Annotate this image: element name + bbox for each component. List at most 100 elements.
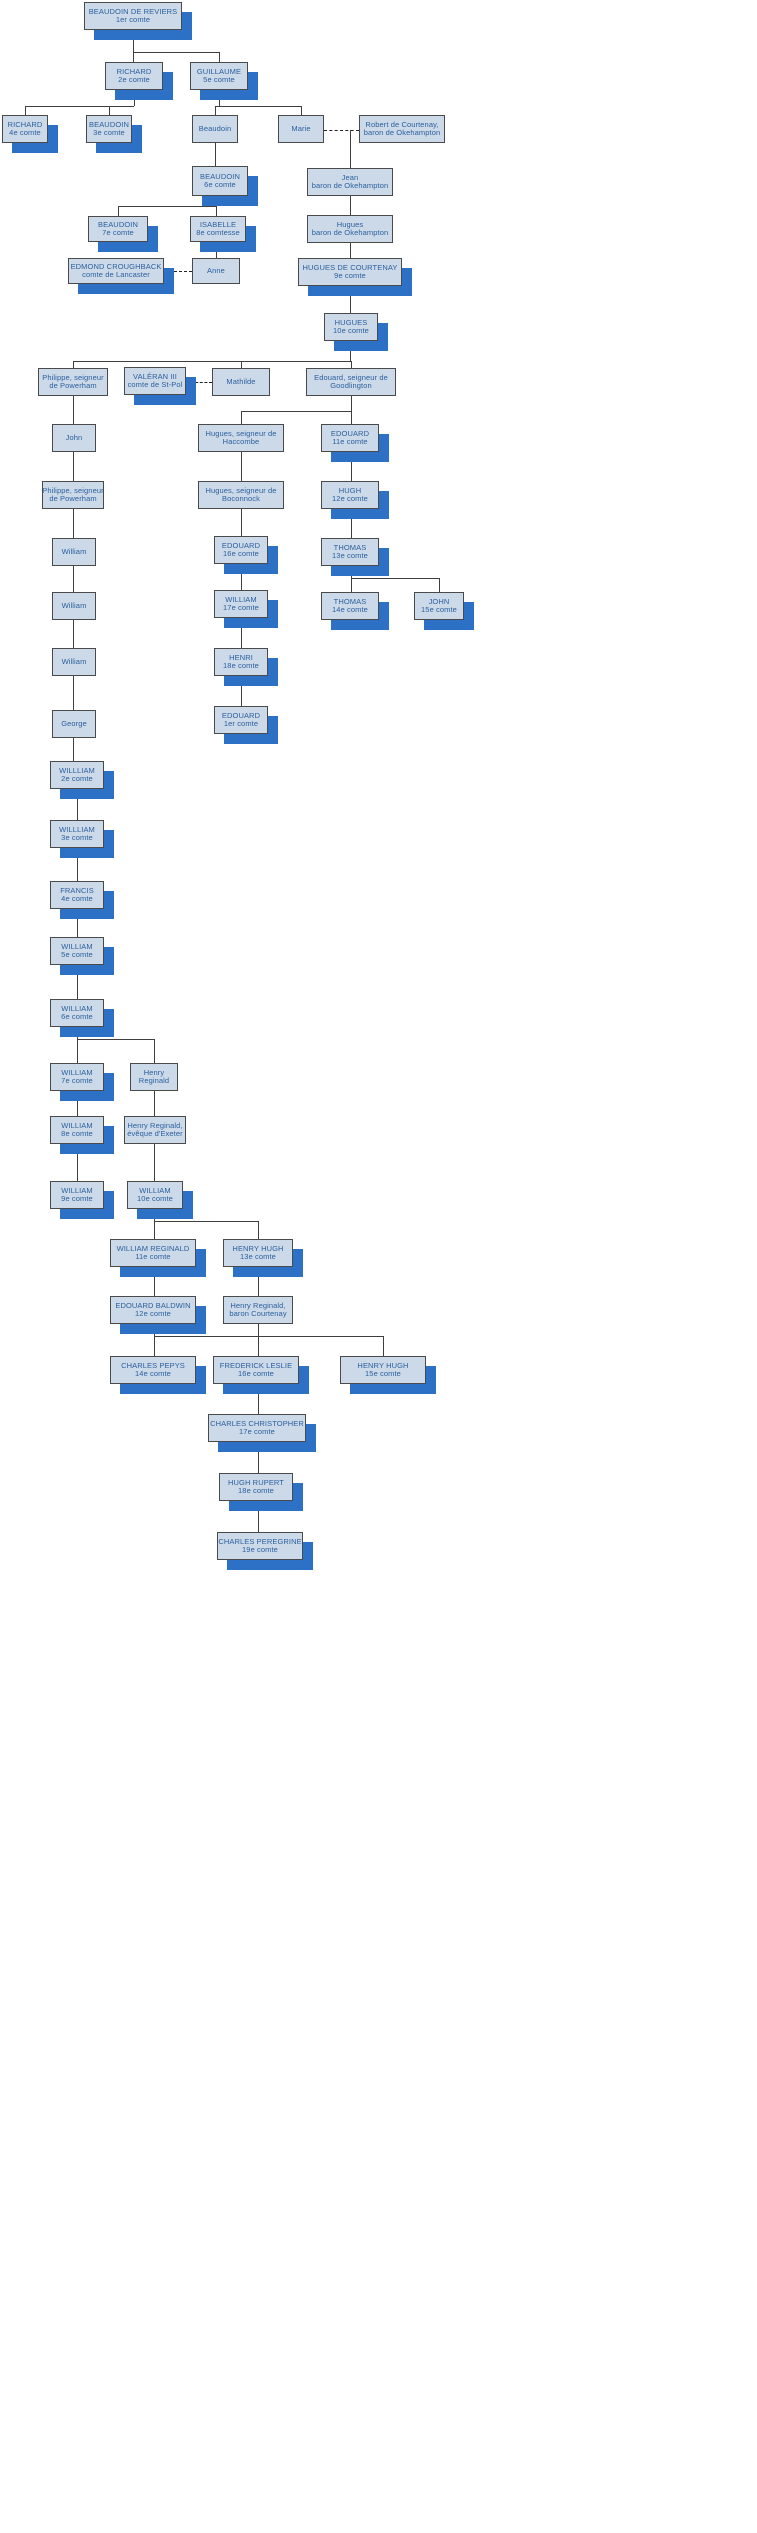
connector <box>154 1039 155 1063</box>
node-title: 12e comte <box>135 1309 171 1318</box>
tree-node[interactable]: William <box>52 592 96 620</box>
node-title: baron de Okehampton <box>363 128 441 137</box>
node-name: WILLIAM <box>139 1185 171 1195</box>
node-name: Philippe, seigneur <box>42 372 104 382</box>
node-name: HUGUES DE COURTENAY <box>302 262 398 272</box>
node-name: WILLLIAM <box>59 765 95 775</box>
connector <box>219 52 220 62</box>
node-name: HUGUES <box>334 317 368 327</box>
connector <box>154 1221 155 1239</box>
node-name: WILLIAM <box>61 941 93 951</box>
connector <box>154 1091 155 1116</box>
node-title: 6e comte <box>61 1012 93 1021</box>
connector <box>73 509 74 538</box>
connector <box>73 620 74 648</box>
tree-node[interactable]: George <box>52 710 96 738</box>
node-name: CHARLES CHRISTOPHER <box>210 1418 304 1428</box>
tree-node[interactable]: Robert de Courtenay,baron de Okehampton <box>359 115 445 143</box>
node-title: Reginald <box>138 1076 170 1085</box>
node-title: 11e comte <box>135 1252 171 1261</box>
connector <box>215 106 301 107</box>
tree-node[interactable]: William <box>52 648 96 676</box>
node-name: Henry Reginald, <box>127 1120 183 1130</box>
tree-node[interactable]: Henry Reginald,baron Courtenay <box>223 1296 293 1324</box>
tree-node[interactable]: Anne <box>192 258 240 284</box>
node-title: 17e comte <box>239 1427 275 1436</box>
node-name: VALÉRAN III <box>133 371 177 381</box>
node-name: WILLLIAM <box>59 824 95 834</box>
node-title: 14e comte <box>332 605 368 614</box>
node-name: ISABELLE <box>199 219 237 229</box>
connector <box>241 676 242 706</box>
node-title: baron de Okehampton <box>311 228 389 237</box>
tree-node[interactable]: William <box>52 538 96 566</box>
tree-node[interactable]: Mathilde <box>212 368 270 396</box>
connector <box>73 452 74 481</box>
node-name: Anne <box>207 265 225 275</box>
tree-node[interactable]: John <box>52 424 96 452</box>
node-title: 13e comte <box>240 1252 276 1261</box>
tree-node[interactable]: Henry Reginald,évêque d'Exeter <box>124 1116 186 1144</box>
marriage-link <box>164 271 192 272</box>
node-title: 7e comte <box>102 228 134 237</box>
node-title: 16e comte <box>238 1369 274 1378</box>
tree-node[interactable]: Beaudoin <box>192 115 238 143</box>
connector <box>73 566 74 592</box>
connector <box>216 206 217 216</box>
node-name: FREDERICK LESLIE <box>219 1360 293 1370</box>
tree-node[interactable]: Marie <box>278 115 324 143</box>
node-title: 12e comte <box>332 494 368 503</box>
connector <box>154 1221 258 1222</box>
node-name: WILLIAM <box>61 1003 93 1013</box>
connector <box>350 130 351 168</box>
connector <box>241 411 351 412</box>
